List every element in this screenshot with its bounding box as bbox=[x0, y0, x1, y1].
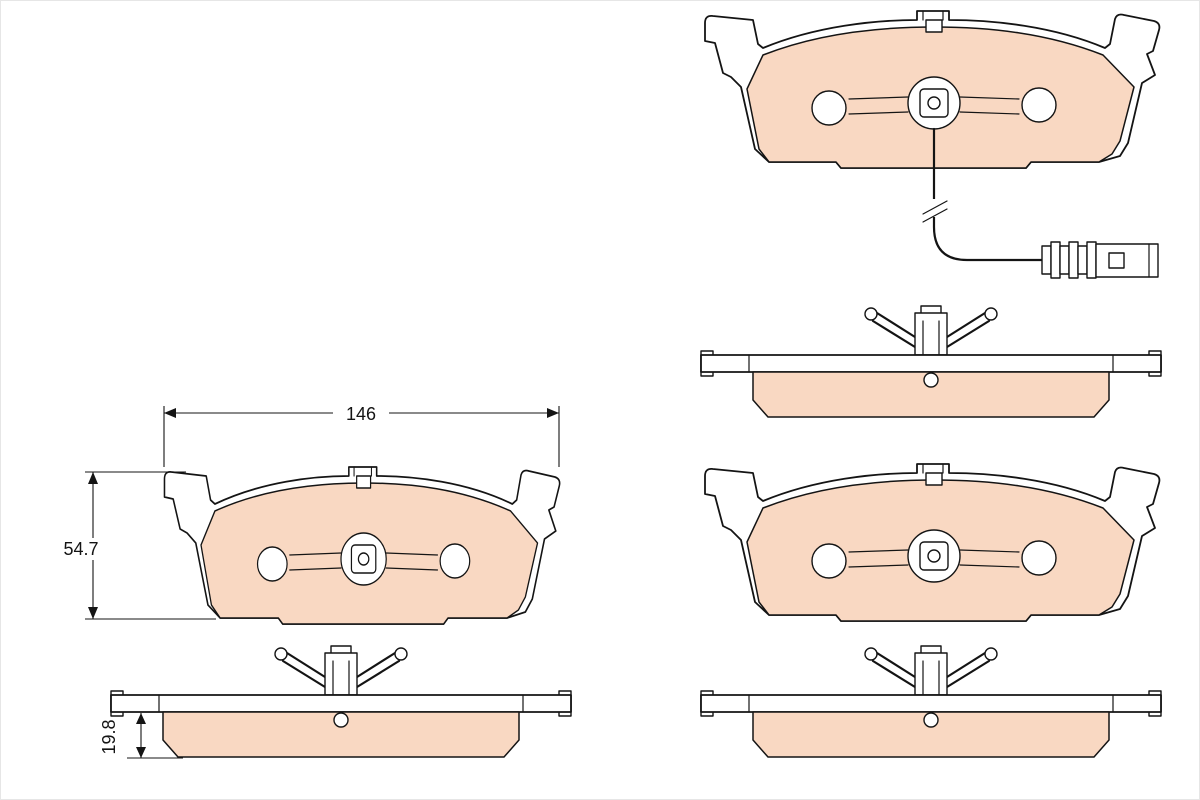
pad-edge-view-left bbox=[109, 644, 573, 759]
dimension-height: 54.7 bbox=[53, 471, 216, 620]
pad-front-with-sensor bbox=[704, 10, 1161, 279]
dimension-width-label: 146 bbox=[346, 404, 376, 424]
sensor-bellows-rib bbox=[1068, 241, 1079, 279]
label-backdrop bbox=[333, 402, 389, 424]
wear-indicator-sensor bbox=[922, 127, 1159, 279]
arrowhead bbox=[164, 408, 176, 418]
arrowhead bbox=[547, 408, 559, 418]
sensor-connector bbox=[1095, 243, 1159, 278]
pad-edge-view bbox=[699, 304, 1163, 419]
arrowhead bbox=[88, 607, 98, 619]
dimension-thickness: 19.8 bbox=[99, 713, 183, 759]
sensor-bellows-rib bbox=[1077, 245, 1088, 275]
pad-edge-view-right-lower bbox=[699, 644, 1163, 759]
pad-edge-view bbox=[699, 644, 1163, 759]
dimension-width: 146 bbox=[163, 402, 560, 467]
sensor-bellows-rib bbox=[1059, 245, 1070, 275]
dimensions: 146 54.7 19.8 bbox=[53, 402, 560, 759]
arrowhead bbox=[136, 713, 146, 724]
dimension-thickness-label: 19.8 bbox=[99, 719, 119, 754]
sensor-wire bbox=[932, 127, 1044, 262]
pad-edge-view-right-upper bbox=[699, 304, 1163, 419]
sensor-bellows-rib bbox=[1050, 241, 1061, 279]
wire-break-symbol bbox=[922, 200, 948, 215]
sensor-bellows-rib bbox=[1086, 241, 1097, 279]
label-backdrop bbox=[53, 538, 109, 560]
connector-hole bbox=[1108, 252, 1125, 269]
sensor-bellows-rib bbox=[1041, 245, 1052, 275]
pad-front-view bbox=[163, 466, 561, 625]
pad-front-view bbox=[704, 463, 1161, 622]
pad-front-dimensioned bbox=[163, 466, 561, 625]
pad-front-right-lower bbox=[704, 463, 1161, 622]
wire-break-symbol bbox=[922, 208, 948, 223]
pad-edge-view bbox=[109, 644, 573, 759]
arrowhead bbox=[88, 472, 98, 484]
arrowhead bbox=[136, 747, 146, 758]
pad-front-view bbox=[704, 10, 1161, 169]
dimension-height-label: 54.7 bbox=[63, 539, 98, 559]
